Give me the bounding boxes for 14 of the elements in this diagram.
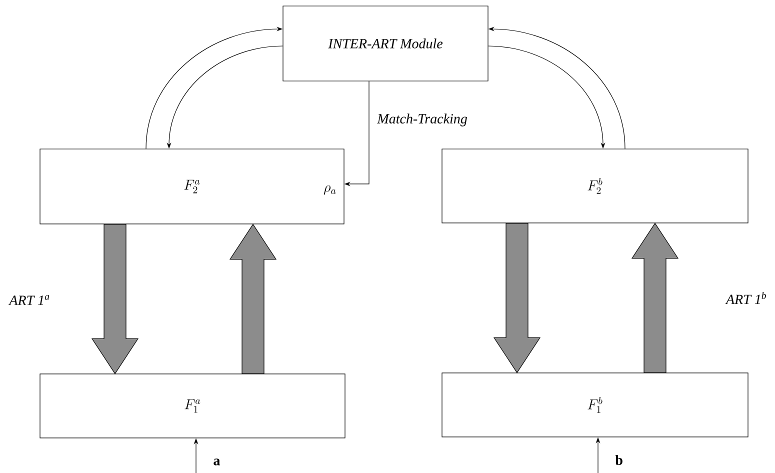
edge-label: Match-Tracking xyxy=(377,114,467,126)
block-arrow xyxy=(631,222,679,373)
layer-box: $F_2^b$ xyxy=(442,148,748,224)
input-label: a xyxy=(214,458,220,466)
module-label: ART 1$^{a}$ xyxy=(8,295,50,305)
layer-box: INTER-ART Module xyxy=(282,6,488,82)
module-label: ART 1$^{b}$ xyxy=(725,292,766,304)
input-label: b xyxy=(615,455,622,465)
layer-box: $F_1^b$ xyxy=(442,372,748,438)
layer-box: $F_1^a$ xyxy=(40,374,346,438)
block-arrow xyxy=(493,222,541,374)
block-arrow xyxy=(91,224,139,374)
parameter-symbol: $\rho_a$ xyxy=(324,185,336,195)
block-arrow xyxy=(229,224,277,374)
